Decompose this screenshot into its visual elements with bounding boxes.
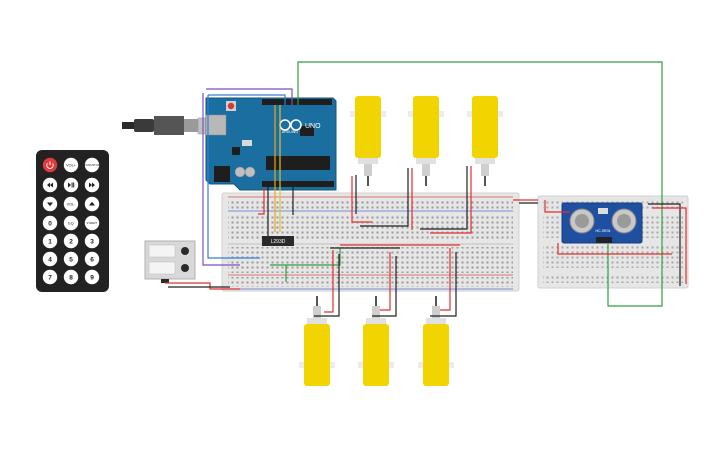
wire-green-sensor[interactable]: [297, 61, 663, 307]
remote-button-vol-up[interactable]: VOL+: [63, 157, 79, 173]
remote-button-label: EQ: [68, 221, 74, 225]
power-icon: [46, 161, 54, 169]
remote-button-nine[interactable]: 9: [84, 269, 100, 285]
motor-top-1[interactable]: [350, 96, 386, 186]
remote-button-up[interactable]: [84, 196, 100, 212]
down-arrow-icon: [47, 202, 53, 207]
remote-button-func-stop[interactable]: FUNC/STOP: [85, 157, 100, 173]
remote-button-label: VOL-: [67, 202, 77, 206]
remote-button-label: 0: [48, 220, 52, 227]
motor-bottom-3[interactable]: [418, 296, 454, 386]
usb-cable: [122, 116, 217, 135]
wire-purple[interactable]: [206, 88, 293, 105]
motor-top-3[interactable]: [467, 96, 503, 186]
remote-button-seven[interactable]: 7: [42, 269, 58, 285]
chip-label: L293D: [271, 239, 286, 245]
arduino-model-label: UNO: [305, 123, 321, 130]
wire-purple-left[interactable]: [202, 93, 240, 266]
motor-bottom-2[interactable]: [358, 296, 394, 386]
remote-button-next[interactable]: [84, 177, 100, 193]
remote-button-label: 2: [69, 238, 73, 245]
remote-button-two[interactable]: 2: [63, 233, 79, 249]
remote-button-eight[interactable]: 8: [63, 269, 79, 285]
remote-button-prev[interactable]: [42, 177, 58, 193]
motors-top-row: [350, 96, 503, 186]
next-icon: [89, 182, 95, 188]
arduino-uno-board[interactable]: ARDUINO UNO: [205, 97, 337, 191]
motors-bottom-row: [299, 296, 454, 386]
remote-button-zero[interactable]: 0: [42, 215, 58, 231]
remote-button-label: 1: [48, 238, 52, 245]
arduino-brand-label: ARDUINO: [282, 130, 298, 134]
remote-button-six[interactable]: 6: [84, 251, 100, 267]
wire-blue-down[interactable]: [207, 95, 260, 259]
remote-button-grid: VOL+ FUNC/STOP VOL- 0 EQ ST/REPT 1 2 3 4 5 6 7 8 9: [42, 157, 100, 285]
remote-button-power[interactable]: [42, 157, 58, 173]
up-arrow-icon: [89, 201, 95, 206]
remote-button-one[interactable]: 1: [42, 233, 58, 249]
sensor-label: HC-SR04: [596, 229, 611, 233]
remote-button-down[interactable]: [42, 196, 58, 212]
remote-button-play-pause[interactable]: [63, 177, 79, 193]
remote-button-eq[interactable]: EQ: [63, 215, 79, 231]
ultrasonic-sensor[interactable]: HC-SR04: [561, 202, 643, 244]
remote-button-label: 5: [69, 256, 73, 263]
remote-button-label: FUNC/STOP: [85, 163, 100, 167]
remote-button-label: ST/REPT: [87, 221, 98, 225]
remote-button-label: 9: [90, 274, 94, 281]
remote-button-three[interactable]: 3: [84, 233, 100, 249]
wire-blue[interactable]: [208, 94, 286, 105]
remote-button-label: 7: [48, 274, 52, 281]
play-pause-icon: [68, 182, 75, 188]
remote-button-five[interactable]: 5: [63, 251, 79, 267]
remote-button-label: 3: [90, 238, 94, 245]
remote-button-vol-down[interactable]: VOL-: [63, 196, 79, 212]
motor-bottom-1[interactable]: [299, 296, 335, 386]
battery-pack[interactable]: [144, 240, 196, 283]
previous-icon: [47, 182, 53, 188]
remote-button-label: 6: [90, 256, 94, 263]
wires: [165, 61, 687, 317]
reset-button[interactable]: [227, 102, 235, 110]
remote-button-label: 8: [69, 274, 73, 281]
motor-top-2[interactable]: [408, 96, 444, 186]
remote-button-st-rept[interactable]: ST/REPT: [84, 215, 100, 231]
remote-button-label: 4: [48, 256, 52, 263]
motor-driver-chip[interactable]: L293D: [262, 236, 294, 246]
remote-button-four[interactable]: 4: [42, 251, 58, 267]
remote-button-label: VOL+: [66, 163, 77, 167]
